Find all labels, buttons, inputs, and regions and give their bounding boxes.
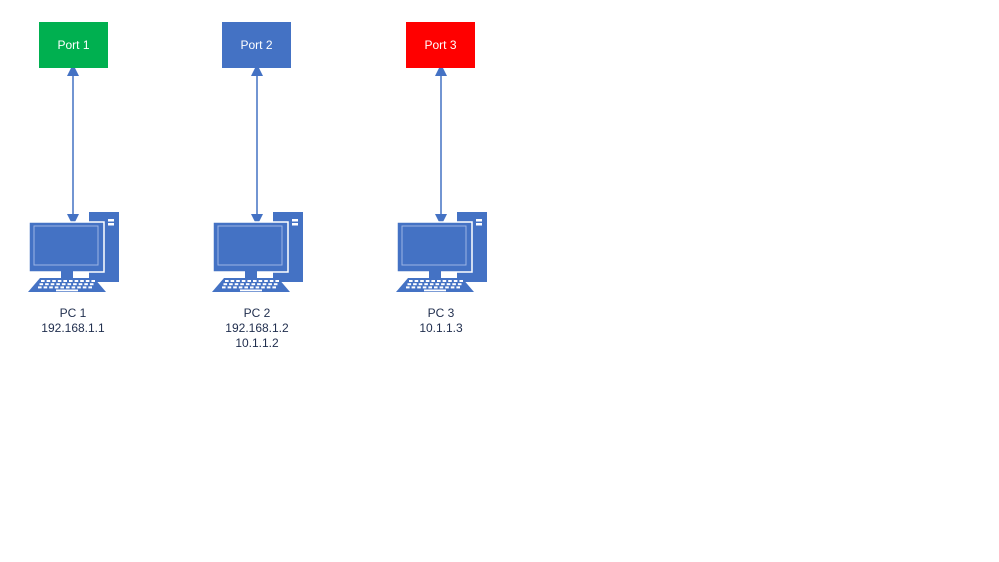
pc-ip: 192.168.1.1	[41, 321, 105, 335]
pc-3-computer-icon	[396, 211, 491, 293]
port-2: Port 2	[222, 22, 291, 68]
pc-ip: 10.1.1.3	[419, 321, 463, 335]
pc-2-computer-icon	[212, 211, 307, 293]
pc-ip: 192.168.1.2	[225, 321, 289, 335]
port-label: Port 3	[424, 38, 457, 52]
pc-1-computer-icon	[28, 211, 123, 293]
pc-name: PC 2	[243, 306, 271, 320]
port-1: Port 1	[39, 22, 108, 68]
pc-name: PC 1	[59, 306, 87, 320]
port-3: Port 3	[406, 22, 475, 68]
pc-ip: 10.1.1.2	[235, 336, 279, 350]
port-label: Port 1	[57, 38, 90, 52]
pc-name: PC 3	[427, 306, 455, 320]
port-label: Port 2	[240, 38, 273, 52]
